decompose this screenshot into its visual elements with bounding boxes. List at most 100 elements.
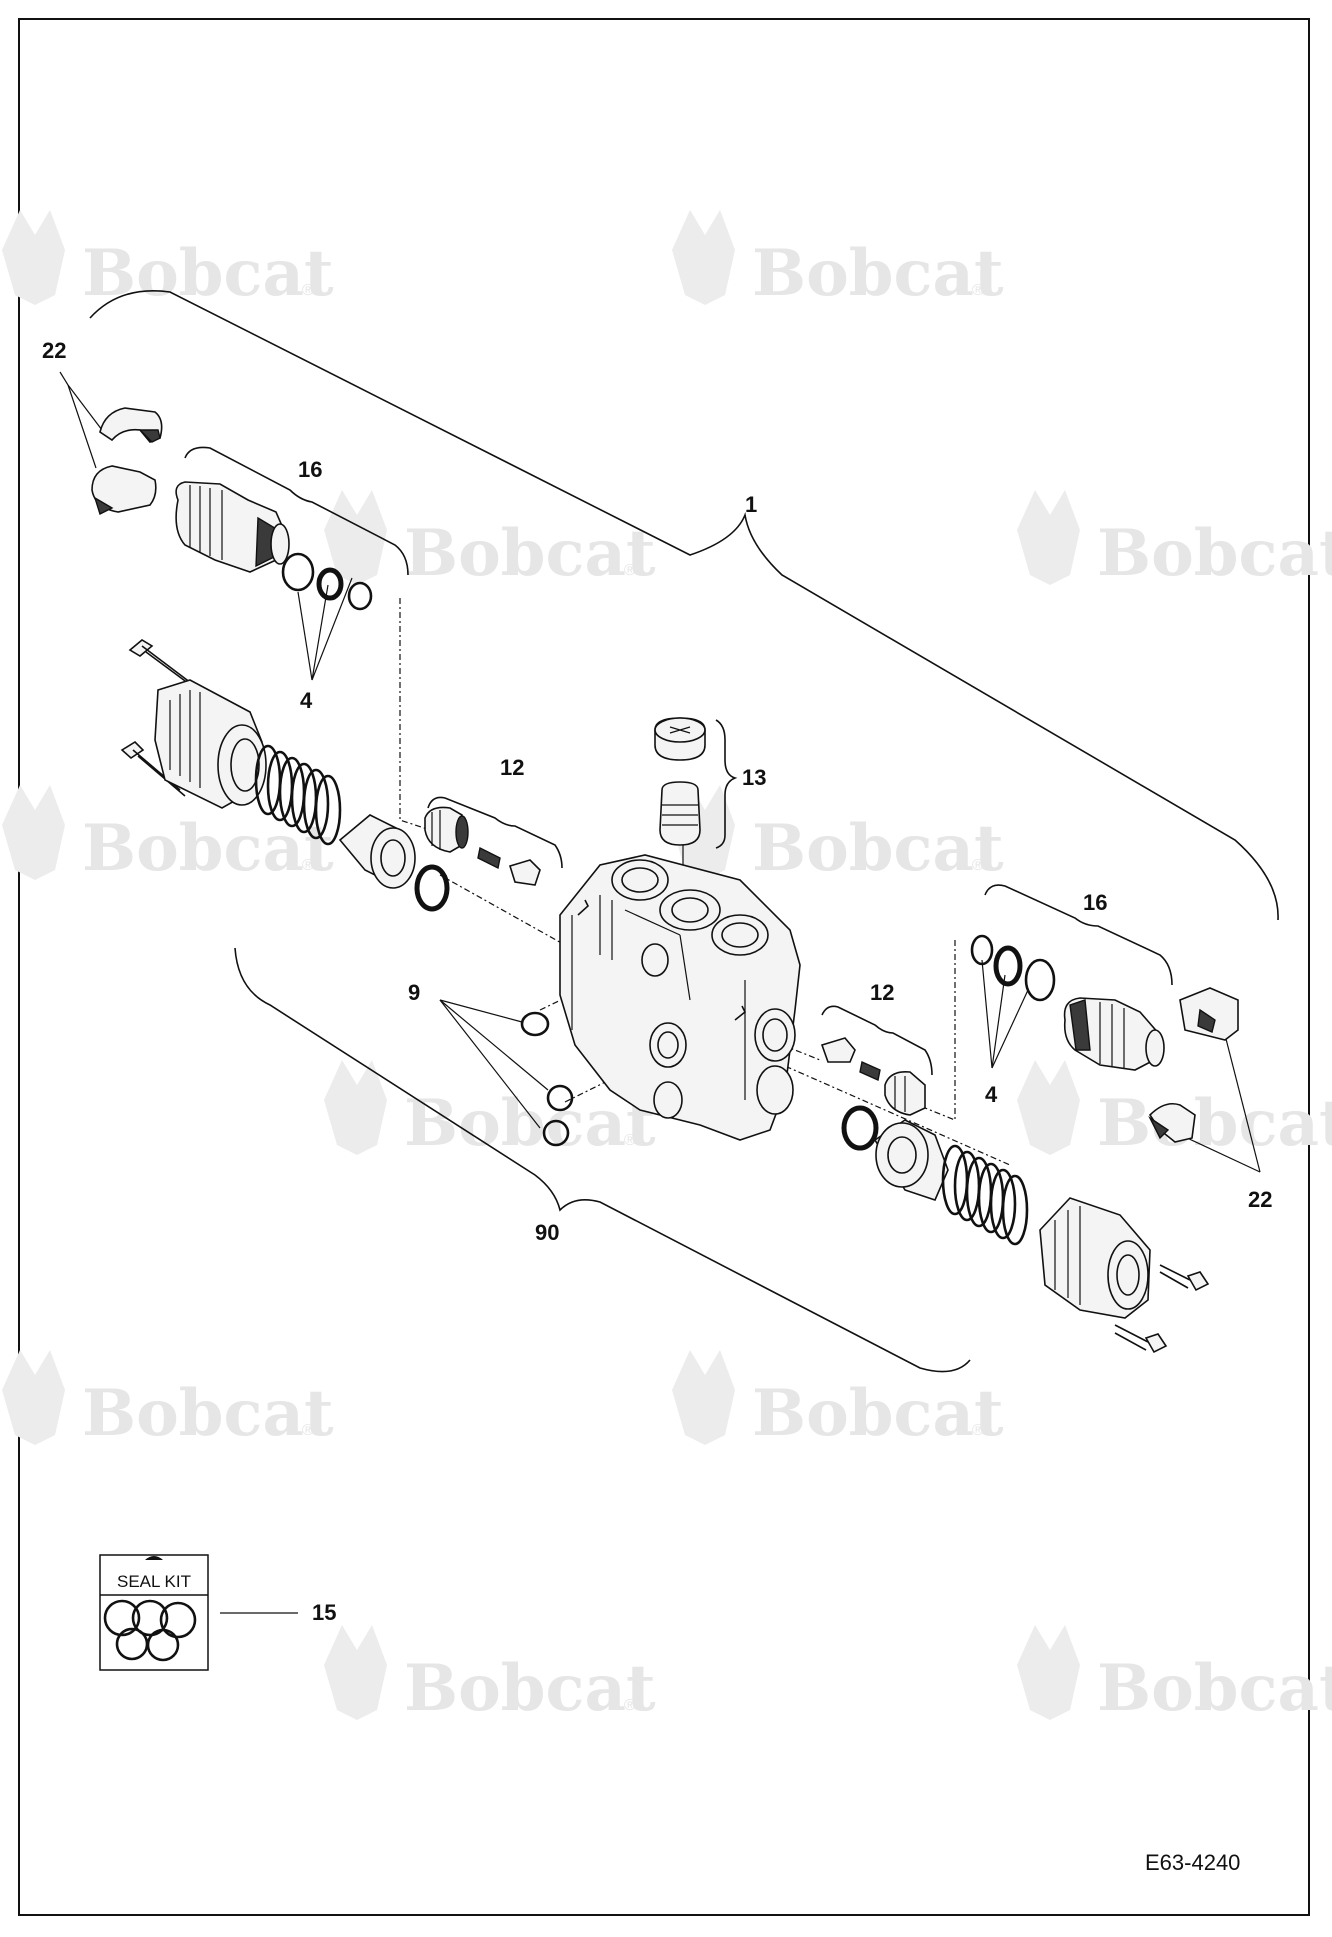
watermark-layer: Bobcat ® Bobcat ® Bobcat ® Bobcat Bobcat… <box>2 210 1332 1726</box>
end-cap-right <box>1039 1197 1210 1354</box>
parts <box>91 407 1239 1354</box>
watermark-text: Bobcat <box>752 811 1004 886</box>
watermark: Bobcat <box>1017 1060 1332 1161</box>
watermark: Bobcat ® <box>2 1350 334 1451</box>
bracket-item-13 <box>715 719 738 849</box>
bobcat-logo-icon <box>1017 490 1080 585</box>
watermark-reg: ® <box>624 1697 636 1714</box>
callout-9: 9 <box>408 980 420 1005</box>
leader-4-top-a <box>297 591 313 681</box>
callout-13: 13 <box>742 765 766 790</box>
watermark-text: Bobcat <box>82 236 334 311</box>
callout-15: 15 <box>312 1600 336 1625</box>
bracket-item-12-right <box>821 1005 933 1076</box>
watermark-text: Bobcat <box>82 1376 334 1451</box>
bobcat-logo-icon <box>672 1350 735 1445</box>
watermark-reg: ® <box>972 857 984 874</box>
callout-90: 90 <box>535 1220 559 1245</box>
watermark: Bobcat ® <box>672 210 1004 311</box>
clamp-part-22-top <box>91 407 163 515</box>
callout-4-right: 4 <box>985 1082 998 1107</box>
bobcat-logo-icon <box>324 490 387 585</box>
callout-22-top: 22 <box>42 338 66 363</box>
watermark: Bobcat ® <box>2 210 334 311</box>
callout-16-right: 16 <box>1083 890 1107 915</box>
watermark: Bobcat ® <box>324 1625 656 1726</box>
watermark-reg: ® <box>302 1422 314 1439</box>
spool-cap-left <box>338 814 450 912</box>
leader-4-right-b <box>991 974 1006 1069</box>
watermark: Bobcat ® <box>2 785 334 886</box>
bracket-item-1 <box>89 290 1279 921</box>
o-ring-part-9 <box>520 1011 574 1147</box>
callout-16-left: 16 <box>298 457 322 482</box>
valve-body <box>559 854 801 1141</box>
leader-4-top-c <box>311 577 353 681</box>
leader-4-right-a <box>981 959 993 1069</box>
watermark-text: Bobcat <box>82 811 334 886</box>
seal-kit-box: SEAL KIT <box>99 1554 209 1671</box>
watermark-reg: ® <box>972 282 984 299</box>
leader-9-b <box>439 999 549 1091</box>
drawing-code: E63-4240 <box>1145 1850 1240 1875</box>
clamp-part-22-right <box>1148 987 1239 1143</box>
callout-12-left: 12 <box>500 755 524 780</box>
spring-left <box>254 744 342 846</box>
watermark: Bobcat <box>1017 490 1332 591</box>
check-valve-part-12-right <box>820 1037 926 1151</box>
leader-4-right-c <box>991 989 1029 1069</box>
assembly-brackets <box>89 290 1279 1373</box>
leader-9-a <box>439 999 523 1023</box>
bobcat-logo-icon <box>2 785 65 880</box>
bracket-item-16-left <box>184 446 409 576</box>
drawing-frame <box>18 18 1310 1916</box>
check-valve-part-12-left <box>424 806 541 886</box>
bobcat-logo-icon <box>324 1625 387 1720</box>
centerline-right-inner <box>769 1039 821 1061</box>
watermark-text: Bobcat <box>752 236 1004 311</box>
callout-22-bottom: 22 <box>1248 1187 1272 1212</box>
cartridge-part-16-left <box>175 481 373 611</box>
end-cap-left <box>120 639 267 809</box>
bobcat-logo-icon <box>324 1060 387 1155</box>
leader-22-top-b <box>67 384 97 469</box>
watermark: Bobcat ® <box>324 490 656 591</box>
watermark-text: Bobcat <box>1097 1086 1332 1161</box>
leader-22-top-a <box>67 384 103 431</box>
watermark-text: Bobcat <box>404 1651 656 1726</box>
seal-kit-bag-icon <box>145 1556 163 1560</box>
callout-4-top: 4 <box>300 688 313 713</box>
bracket-item-12-left <box>427 796 563 869</box>
centerline-left-spool <box>399 598 446 836</box>
watermark-reg: ® <box>302 857 314 874</box>
callout-12-right: 12 <box>870 980 894 1005</box>
watermark: Bobcat ® <box>324 1060 656 1161</box>
centerline-right-axis <box>759 1054 1011 1166</box>
bobcat-logo-icon <box>2 1350 65 1445</box>
bracket-item-16-right <box>984 884 1173 986</box>
watermark-reg: ® <box>624 1132 636 1149</box>
watermark-text: Bobcat <box>1097 1651 1332 1726</box>
bobcat-logo-icon <box>672 210 735 305</box>
seal-kit-label: SEAL KIT <box>117 1572 191 1591</box>
bracket-item-90 <box>234 947 971 1373</box>
watermark-reg: ® <box>302 282 314 299</box>
plug-part-13 <box>654 717 706 846</box>
watermark-text: Bobcat <box>404 516 656 591</box>
leader-9-c <box>439 999 541 1129</box>
watermark: Bobcat ® <box>672 1350 1004 1451</box>
bobcat-logo-icon <box>2 210 65 305</box>
watermark-text: Bobcat <box>752 1376 1004 1451</box>
callouts: 22 16 1 4 12 13 16 9 12 4 22 90 15 <box>42 338 1272 1625</box>
leader-22-bottom-a <box>1224 1034 1261 1173</box>
watermark: Bobcat <box>1017 1625 1332 1726</box>
spring-right <box>941 1144 1029 1246</box>
watermark-text: Bobcat <box>404 1086 656 1161</box>
spool-cap-right <box>873 1119 949 1201</box>
watermark-reg: ® <box>624 562 636 579</box>
watermark-text: Bobcat <box>1097 516 1332 591</box>
leader-4-top-b <box>311 584 329 681</box>
centerline-left-axis <box>439 874 566 946</box>
watermark-reg: ® <box>972 1422 984 1439</box>
